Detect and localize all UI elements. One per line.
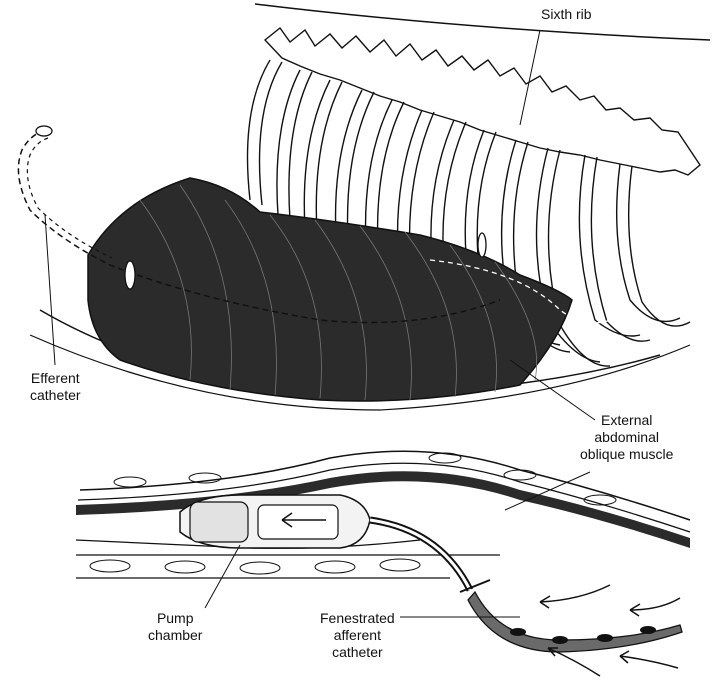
- leader-pump-chamber: [204, 544, 241, 609]
- fluid-flow-arrows: [539, 584, 681, 677]
- rib: [303, 79, 331, 229]
- label-line: catheter: [332, 644, 383, 660]
- rib: [276, 69, 301, 216]
- muscle-fiber: [449, 244, 497, 393]
- catheter-entry-port: [477, 232, 487, 258]
- muscle-fiber: [359, 225, 412, 401]
- flow-arrow: [629, 597, 681, 617]
- fenestration: [552, 636, 568, 644]
- catheter-exit-port: [124, 260, 136, 290]
- body-outline-back: [254, 3, 711, 41]
- rib: [627, 165, 691, 327]
- fenestration: [597, 634, 613, 642]
- label-sixth-rib: Sixth rib: [541, 6, 592, 22]
- fenestration: [640, 626, 656, 634]
- fenestrations: [510, 626, 656, 644]
- tissue-cells: [89, 452, 617, 575]
- label-line: chamber: [148, 627, 203, 643]
- catheter-collar: [459, 579, 491, 593]
- body-outline-skin: [29, 334, 691, 411]
- muscle-fiber: [139, 199, 192, 381]
- label-pump-chamber: Pump chamber: [148, 610, 202, 644]
- label-line: External: [601, 412, 653, 428]
- label-line: afferent: [333, 627, 381, 643]
- tissue-cell: [188, 472, 222, 484]
- tissue-cell: [239, 561, 281, 575]
- pump-valve: [257, 504, 339, 540]
- leader-efferent-catheter: [44, 214, 56, 366]
- tissue-cell: [89, 559, 131, 573]
- tissue-cell: [583, 494, 617, 506]
- cross-section: [75, 450, 691, 677]
- rib: [334, 89, 363, 237]
- label-line: Pump: [156, 610, 194, 626]
- muscle-fiber: [314, 219, 367, 401]
- label-line: catheter: [30, 387, 81, 403]
- rib: [615, 163, 681, 323]
- flow-arrow: [547, 647, 601, 677]
- label-line: Fenestrated: [320, 610, 395, 626]
- tissue-cell: [379, 558, 421, 572]
- tissue-cell: [314, 560, 356, 574]
- fenestrated-afferent-catheter-shape: [467, 590, 683, 653]
- tissue-cell: [113, 476, 147, 488]
- external-abdominal-oblique-muscle-shape: [87, 177, 573, 402]
- muscle-fiber: [224, 199, 277, 396]
- label-efferent-catheter: Efferent catheter: [30, 370, 81, 404]
- muscle-layer: [76, 471, 690, 548]
- rib: [364, 99, 393, 247]
- leader-oblique-to-section: [504, 471, 591, 511]
- rib: [315, 81, 343, 233]
- muscle-fiber: [494, 261, 538, 381]
- fenestration: [510, 628, 526, 636]
- label-line: Efferent: [30, 370, 80, 386]
- rib: [288, 71, 313, 221]
- muscle-fibers: [139, 184, 538, 401]
- skin-layer: [79, 450, 691, 521]
- label-line: abdominal: [594, 429, 659, 445]
- muscle-fiber: [404, 231, 457, 398]
- rib: [246, 59, 271, 201]
- flow-arrow: [619, 650, 679, 669]
- rib: [258, 61, 283, 206]
- label-fenestrated-afferent-catheter: Fenestrated afferent catheter: [320, 610, 395, 661]
- muscle-fiber: [179, 184, 232, 391]
- efferent-catheter-line: [17, 129, 501, 324]
- muscle-fiber: [269, 214, 322, 399]
- vertebral-column: [263, 26, 701, 176]
- pump-chamber-shape: [189, 501, 249, 543]
- efferent-catheter-tip: [35, 125, 53, 137]
- tissue-cell: [428, 452, 462, 464]
- afferent-catheter-path-top: [429, 259, 641, 324]
- tissue-cell: [164, 560, 206, 574]
- tissue-cell: [503, 469, 537, 481]
- afferent-catheter-tube-inner: [369, 518, 472, 591]
- flow-arrow-in-pump: [281, 512, 326, 528]
- leader-external-oblique: [509, 359, 596, 421]
- label-line: oblique muscle: [580, 446, 674, 462]
- flow-arrow: [539, 584, 611, 609]
- efferent-catheter-line-inner: [26, 137, 113, 259]
- rib: [590, 156, 651, 342]
- label-external-abdominal-oblique-muscle: External abdominal oblique muscle: [580, 412, 673, 463]
- subcutaneous-layer: [77, 462, 691, 533]
- rib: [346, 91, 375, 241]
- leader-sixth-rib: [519, 29, 541, 126]
